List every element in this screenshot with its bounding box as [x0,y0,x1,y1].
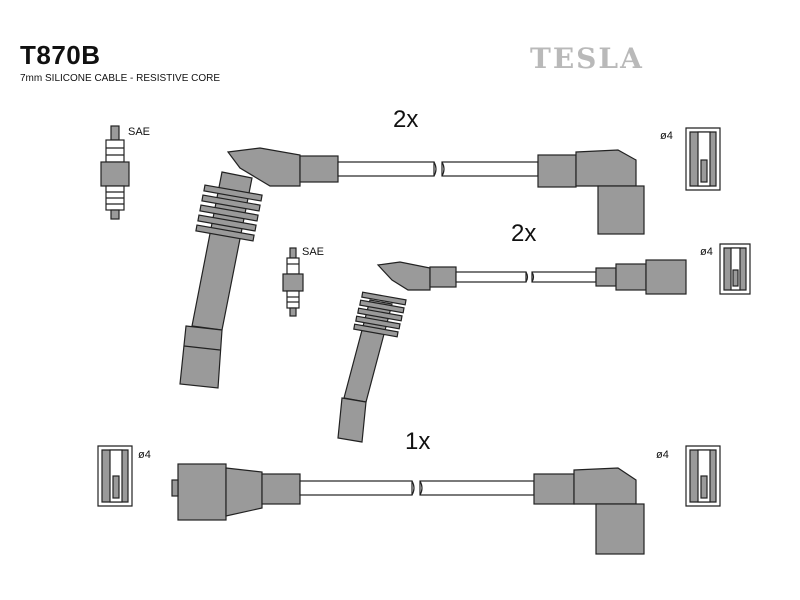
diameter-label-top-right: ø4 [660,130,673,142]
terminal-icon-top-right [685,127,721,191]
top-lead-2x [179,147,645,389]
cable-description: 7mm SILICONE CABLE - RESISTIVE CORE [20,73,221,84]
spark-plug-icon-middle [282,247,304,317]
diameter-label-middle-right: ø4 [700,246,713,258]
bottom-lead-1x [171,463,645,555]
middle-lead-2x [337,259,687,443]
sae-label-top: SAE [128,126,151,138]
brand-logo: TESLA [530,42,644,75]
quantity-top-lead: 2x [393,106,419,133]
terminal-icon-bottom-left [97,445,133,507]
part-number-title: T870B [20,40,101,70]
terminal-icon-middle-right [719,243,751,295]
terminal-icon-bottom-right [685,445,721,507]
quantity-middle-lead: 2x [511,220,537,247]
diameter-label-bottom-right: ø4 [656,449,669,461]
quantity-bottom-lead: 1x [405,428,431,455]
spark-plug-icon-top [100,125,130,220]
sae-label-middle: SAE [302,246,325,258]
diameter-label-bottom-left: ø4 [138,449,151,461]
